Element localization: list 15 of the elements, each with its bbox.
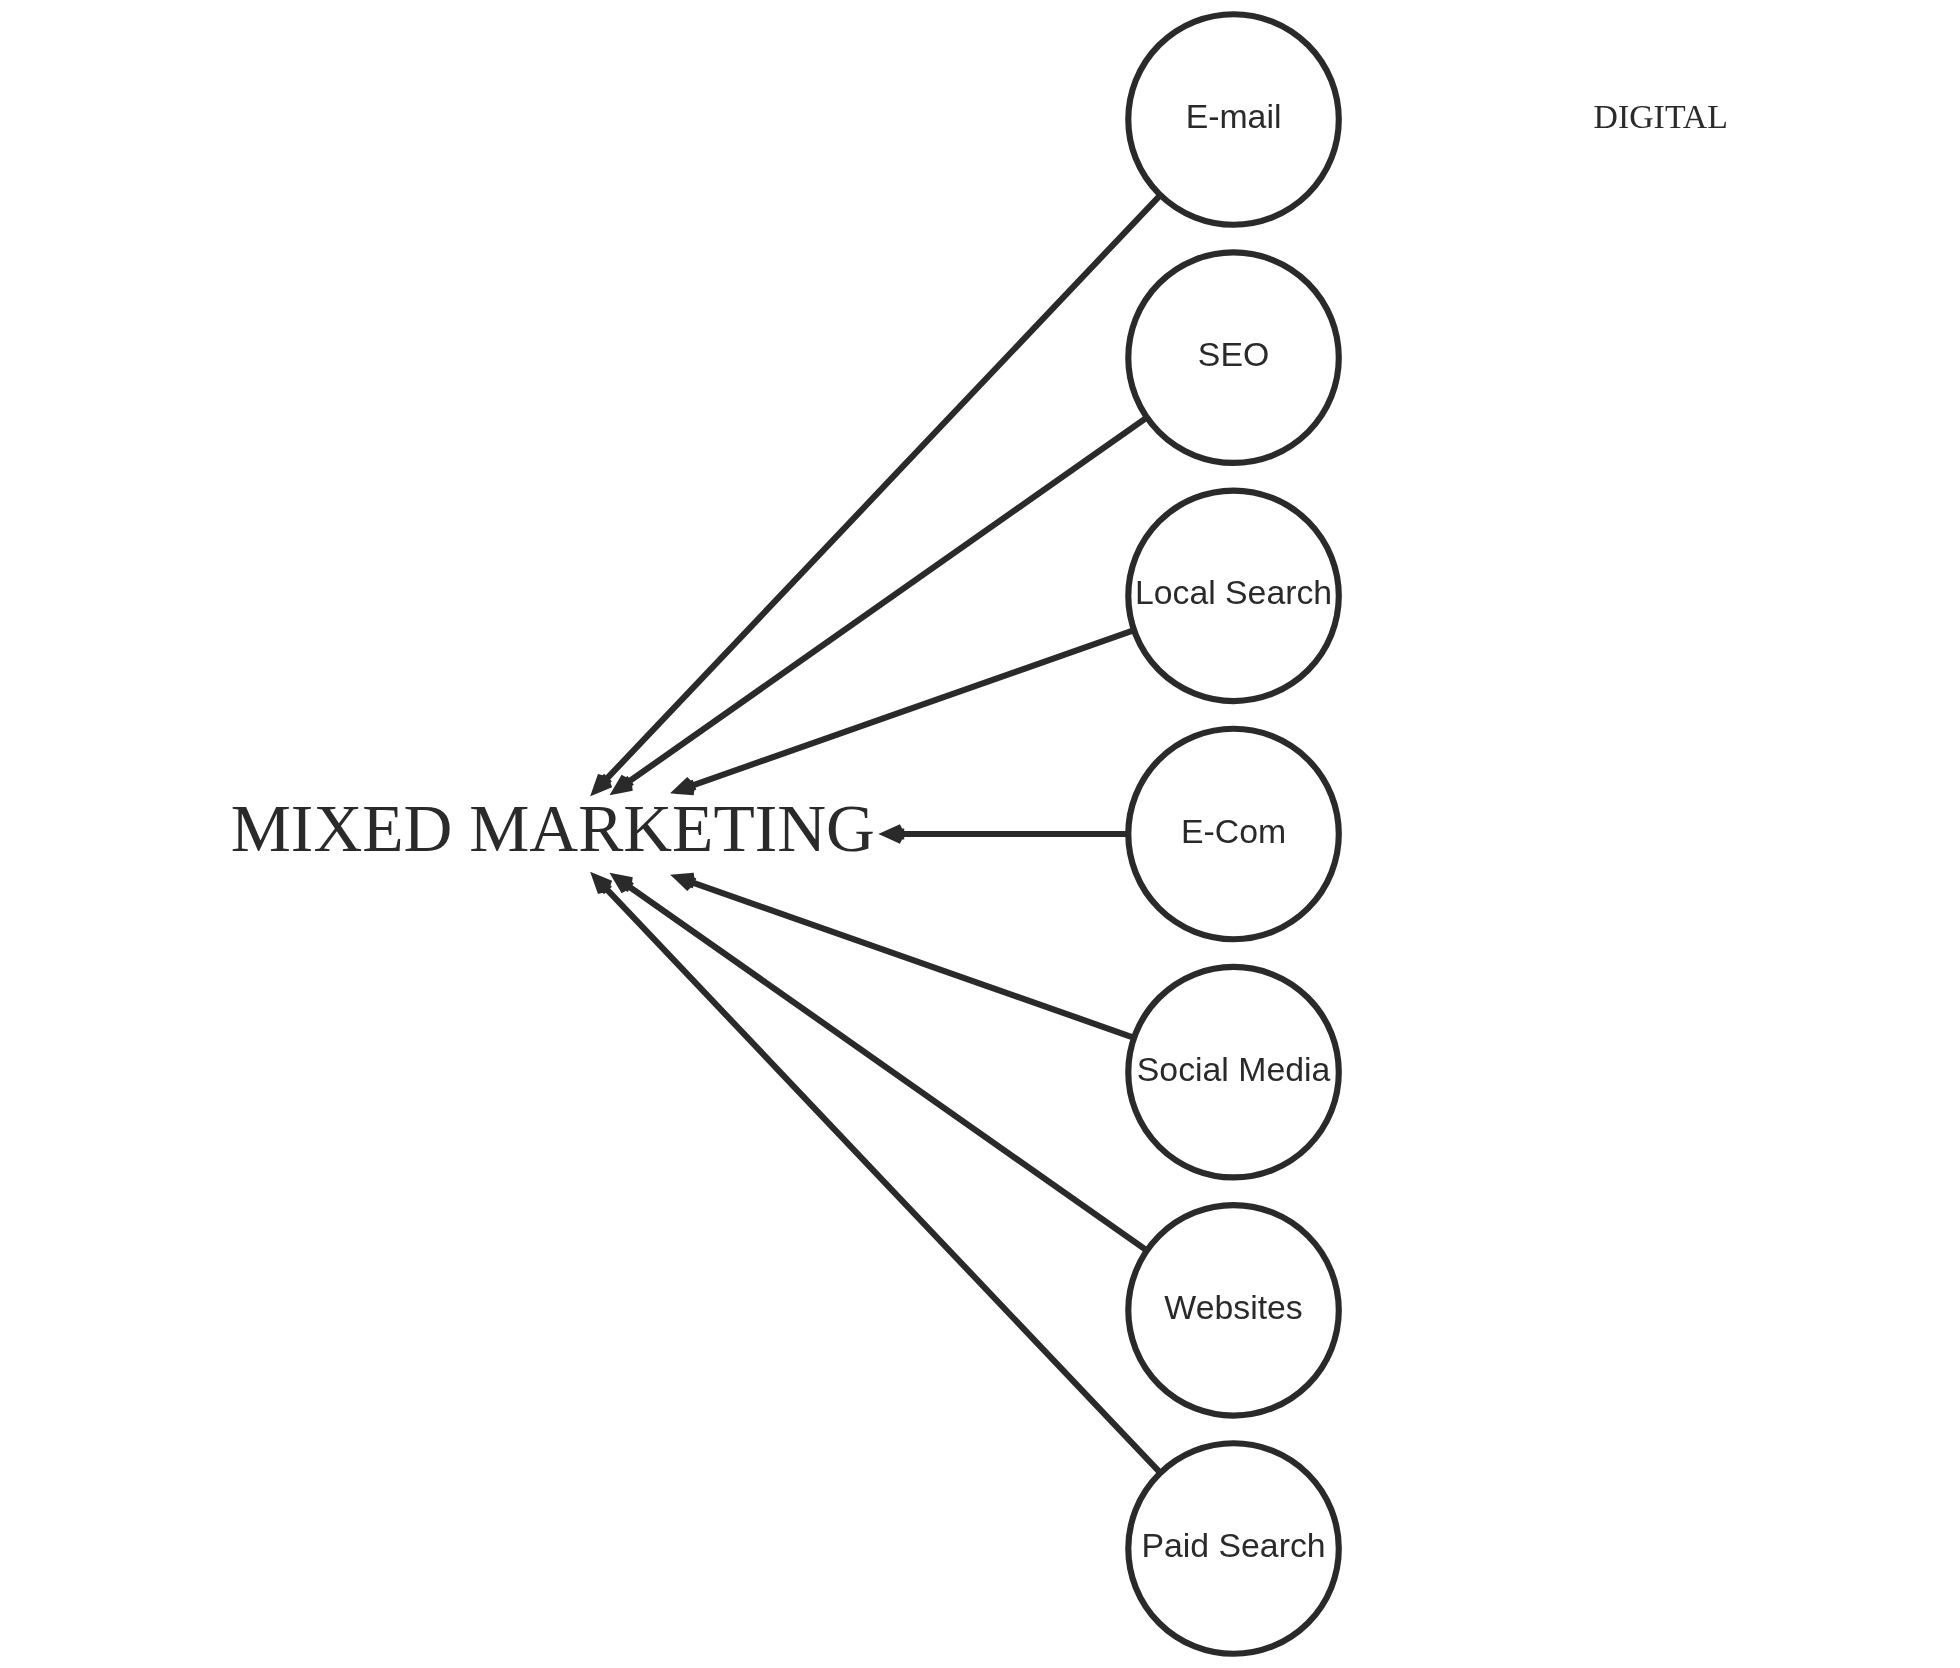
arrow [612,874,1149,1253]
node-circle: Websites [1125,1202,1342,1419]
node-circle: Paid Search [1125,1440,1342,1657]
node-circle: SEO [1125,249,1342,466]
arrow [612,415,1149,794]
node-text: MIXED MARKETING [230,791,875,867]
node-circle: Social Media [1125,963,1342,1181]
node-circle: Local Search [1125,487,1342,705]
arrow [673,627,1135,796]
arrow [592,874,1163,1475]
label: DIGITAL [1593,98,1728,136]
node-circle: E-Com [1125,725,1342,943]
arrow [592,193,1163,794]
node-circle: E-mail [1125,11,1342,228]
arrow [673,872,1135,1041]
